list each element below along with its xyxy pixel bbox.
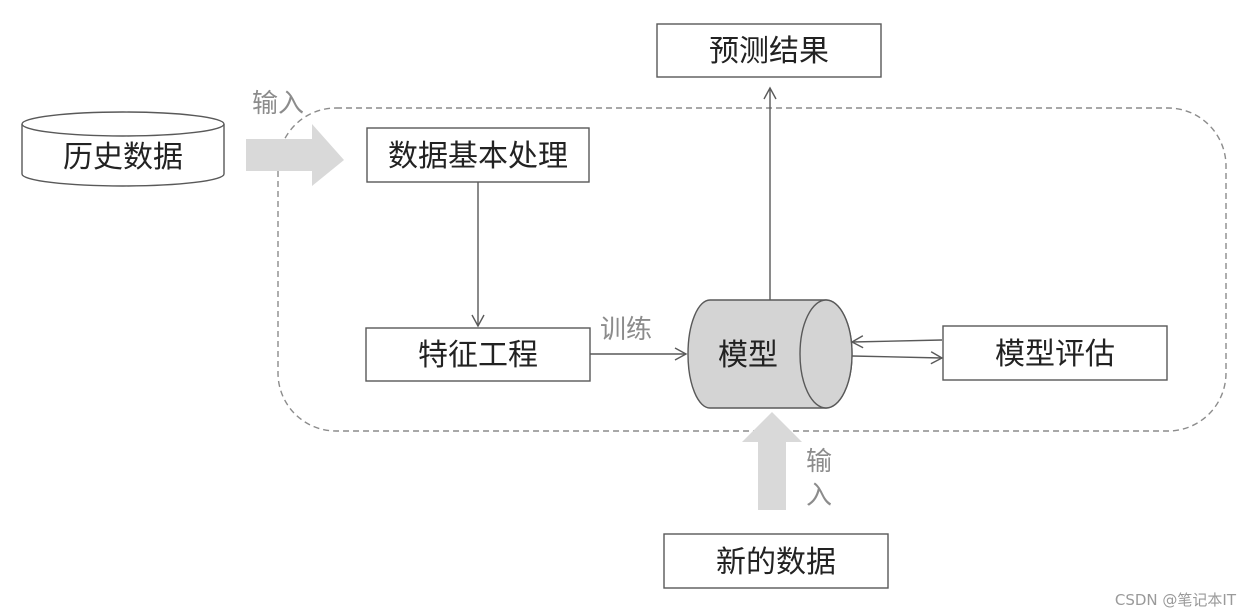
arrow-evaluation-to-model — [850, 335, 943, 349]
history-data-label: 历史数据 — [63, 140, 183, 175]
arrow-model-to-evaluation — [851, 351, 944, 365]
history-data-node: 历史数据 — [21, 111, 225, 187]
model-evaluation-label: 模型评估 — [995, 337, 1115, 372]
input-label-top: 输入 — [252, 89, 304, 119]
feature-engineering-node: 特征工程 — [365, 327, 591, 382]
big-input-arrow-up — [742, 412, 802, 510]
csdn-watermark: CSDN @笔记本IT — [1114, 591, 1236, 609]
basic-processing-node: 数据基本处理 — [366, 127, 590, 183]
big-input-arrow-right — [246, 124, 344, 186]
model-label: 模型 — [718, 338, 778, 373]
train-label: 训练 — [600, 315, 652, 345]
prediction-result-label: 预测结果 — [709, 34, 829, 69]
feature-engineering-label: 特征工程 — [418, 338, 538, 373]
new-data-label: 新的数据 — [716, 545, 836, 580]
model-evaluation-node: 模型评估 — [942, 325, 1168, 381]
basic-processing-label: 数据基本处理 — [388, 139, 568, 174]
dashed-process-region — [277, 107, 1227, 432]
input-label-bottom-1: 输 — [806, 447, 832, 477]
model-node: 模型 — [687, 299, 853, 409]
new-data-node: 新的数据 — [663, 533, 889, 589]
prediction-result-node: 预测结果 — [656, 23, 882, 78]
input-label-bottom-2: 入 — [806, 481, 832, 511]
